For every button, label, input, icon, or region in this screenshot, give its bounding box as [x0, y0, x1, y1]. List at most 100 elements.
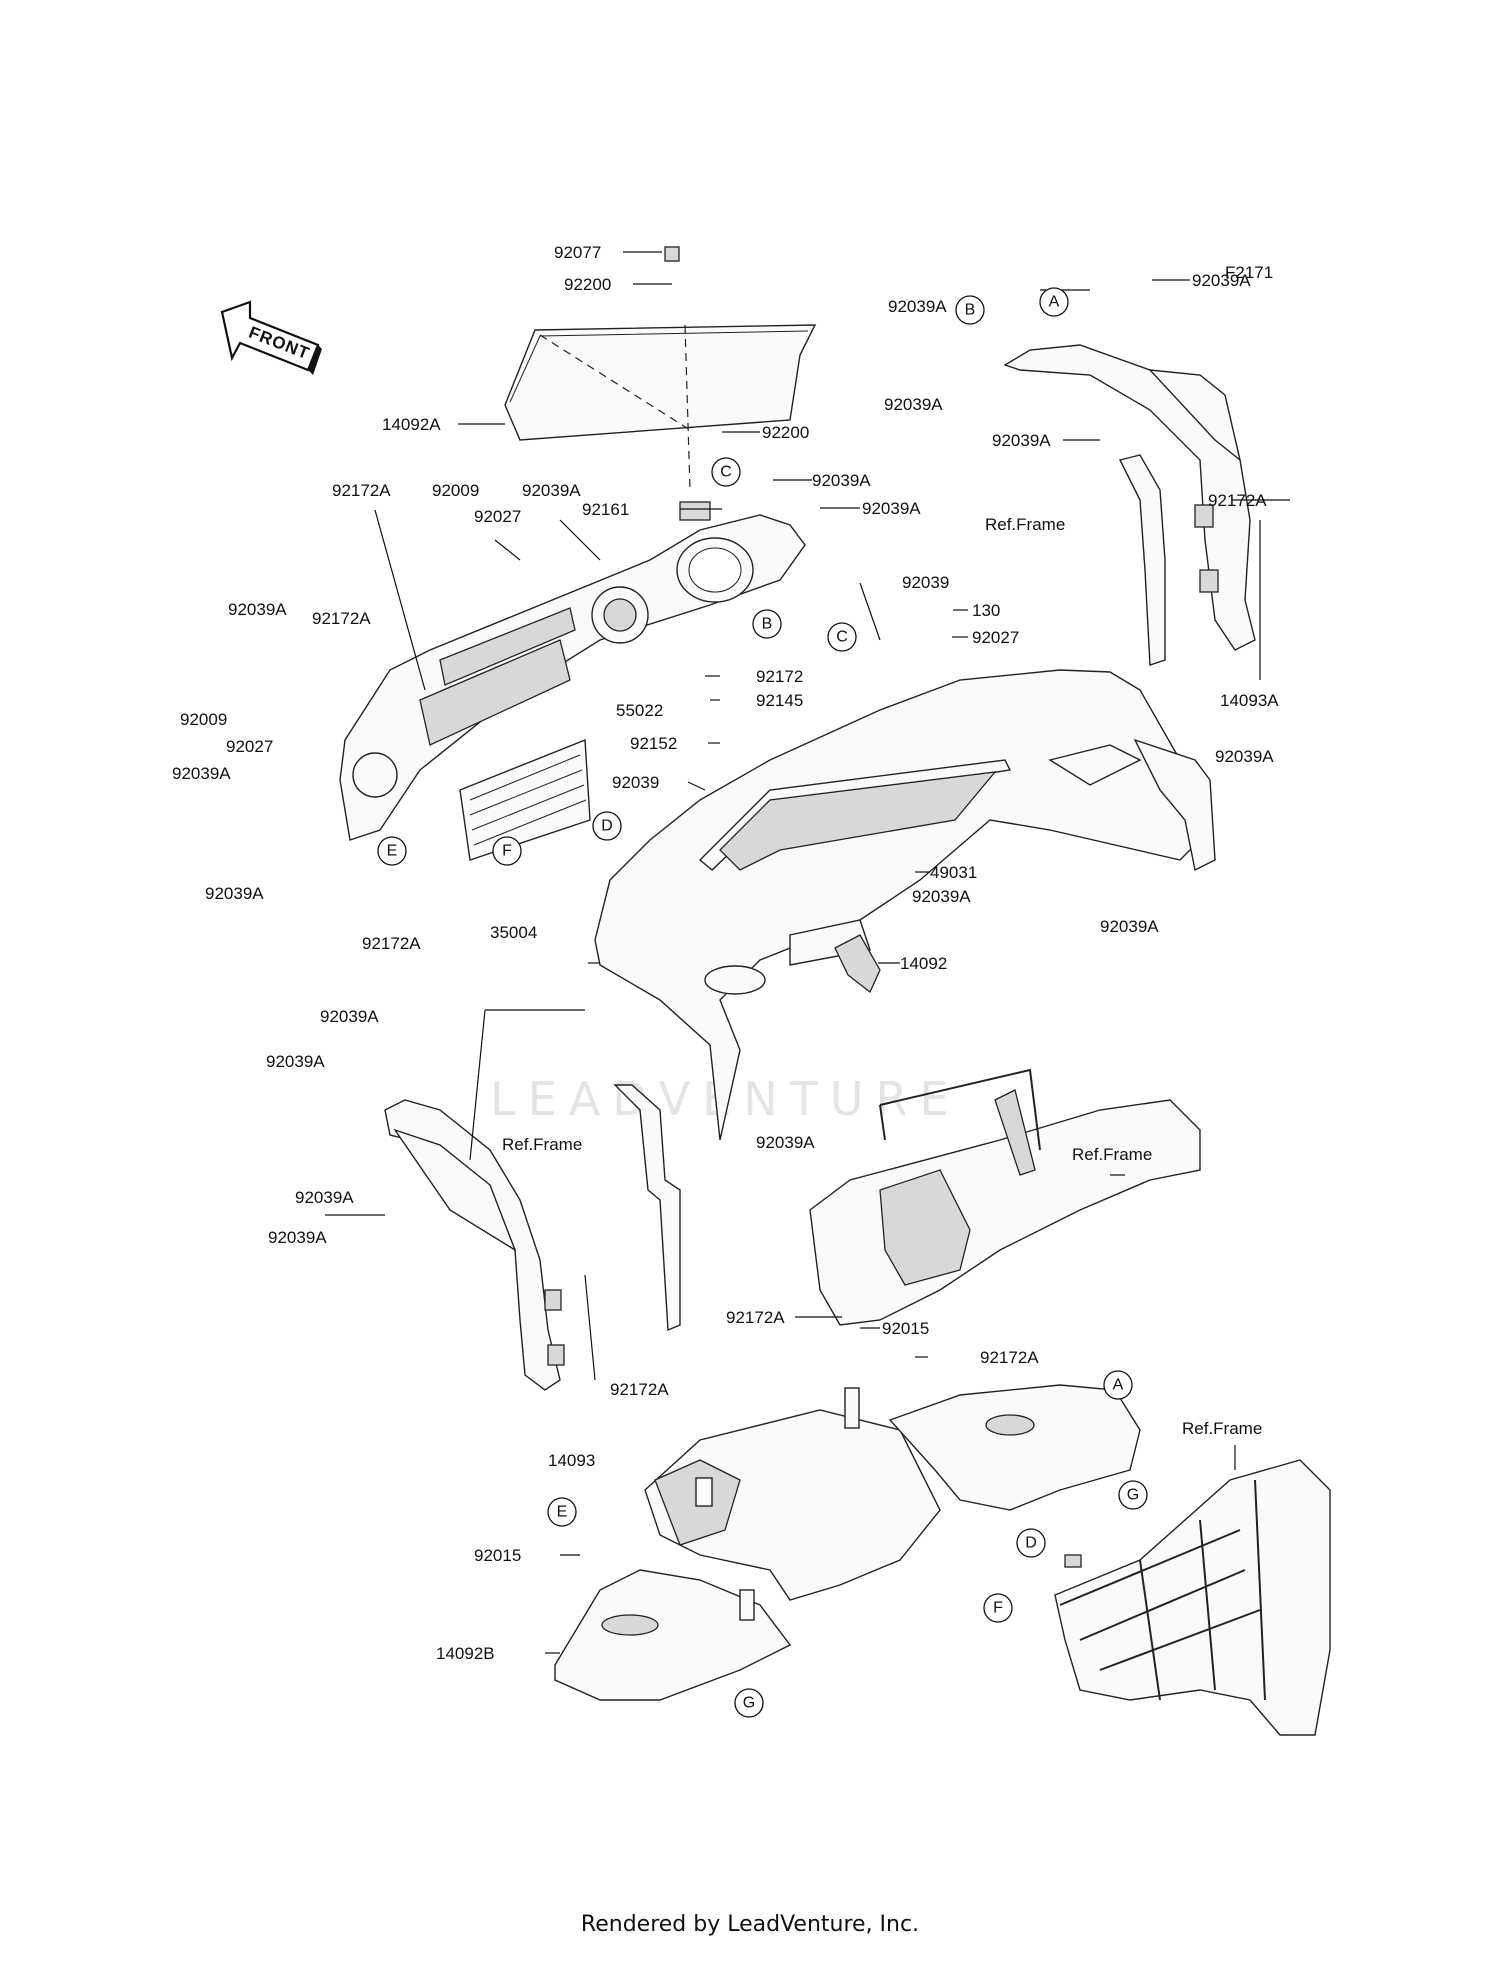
- leader-lines: [325, 251, 1290, 1654]
- svg-text:D: D: [1025, 1535, 1037, 1552]
- label-92039a-j: 92039A: [1192, 271, 1251, 290]
- floor-panel-14092b: [554, 1569, 792, 1701]
- label-92172a-c: 92172A: [362, 934, 421, 953]
- label-92039a-h: 92039A: [1100, 917, 1159, 936]
- callout-e-bottom: E: [547, 1497, 577, 1527]
- screw-92077-icon: [664, 246, 680, 262]
- label-92145: 92145: [756, 691, 803, 710]
- callout-c-mid: C: [827, 622, 857, 652]
- label-92015-a: 92015: [882, 1319, 929, 1338]
- label-92039a-a: 92039A: [812, 471, 871, 490]
- svg-text:E: E: [557, 1504, 568, 1521]
- svg-text:G: G: [743, 1695, 755, 1712]
- label-55022: 55022: [616, 701, 663, 720]
- callout-a-bottom: A: [1103, 1370, 1133, 1400]
- callout-a-top: A: [1039, 287, 1069, 317]
- label-92172a-b: 92172A: [312, 609, 371, 628]
- instrument-panel: [339, 514, 806, 861]
- label-92039a-f: 92039A: [205, 884, 264, 903]
- front-arrow-icon: FRONT: [220, 300, 322, 375]
- label-92039a-p: 92039A: [266, 1052, 325, 1071]
- label-92161: 92161: [582, 500, 629, 519]
- ref-frame-bar-left: [613, 1084, 681, 1332]
- label-14093: 14093: [548, 1451, 595, 1470]
- label-92027-c: 92027: [972, 628, 1019, 647]
- svg-text:C: C: [836, 629, 848, 646]
- ref-frame-bar-right: [1118, 454, 1166, 666]
- label-92015-b: 92015: [474, 1546, 521, 1565]
- label-92152: 92152: [630, 734, 677, 753]
- label-92039a-m: 92039A: [1215, 747, 1274, 766]
- svg-text:A: A: [1113, 1377, 1124, 1394]
- ref-frame-labels: Ref.Frame Ref.Frame Ref.Frame Ref.Frame: [502, 515, 1262, 1438]
- callout-e-mid: E: [377, 836, 407, 866]
- label-92172a-f: 92172A: [726, 1308, 785, 1327]
- svg-text:C: C: [720, 464, 732, 481]
- svg-text:D: D: [601, 818, 613, 835]
- callouts: A B C C B D E F A E G D G F: [377, 287, 1148, 1718]
- top-cover-panel: [504, 324, 817, 521]
- footer-credit: Rendered by LeadVenture, Inc.: [580, 1912, 920, 1937]
- svg-text:G: G: [1127, 1487, 1139, 1504]
- label-92027-b: 92027: [226, 737, 273, 756]
- label-92172: 92172: [756, 667, 803, 686]
- label-92039a-i: 92039A: [888, 297, 947, 316]
- label-92009-b: 92009: [180, 710, 227, 729]
- part-labels: 92077 92200 14092A 92200 92161 92039A 92…: [172, 243, 1279, 1663]
- label-92039a-o: 92039A: [320, 1007, 379, 1026]
- label-14092: 14092: [900, 954, 947, 973]
- right-fender: [1003, 344, 1256, 651]
- label-92039a-n: 92039A: [756, 1133, 815, 1152]
- svg-text:F: F: [993, 1600, 1003, 1617]
- callout-d-frame: D: [1016, 1528, 1046, 1558]
- callout-f-frame: F: [983, 1593, 1013, 1623]
- label-92009-a: 92009: [432, 481, 479, 500]
- label-92039-a: 92039: [902, 573, 949, 592]
- left-fender: [384, 1099, 565, 1391]
- label-92039a-c: 92039A: [522, 481, 581, 500]
- label-92039a-b: 92039A: [862, 499, 921, 518]
- label-14092b: 14092B: [436, 1644, 495, 1663]
- label-92077: 92077: [554, 243, 601, 262]
- callout-g-frame-top: G: [1118, 1480, 1148, 1510]
- label-92039a-d: 92039A: [228, 600, 287, 619]
- svg-text:B: B: [965, 302, 976, 319]
- callout-b-mid: B: [752, 609, 782, 639]
- label-92200-mid: 92200: [762, 423, 809, 442]
- label-92172a-e: 92172A: [610, 1380, 669, 1399]
- label-92027-a: 92027: [474, 507, 521, 526]
- label-14093a: 14093A: [1220, 691, 1279, 710]
- ref-frame-label-middle-left: Ref.Frame: [502, 1135, 582, 1154]
- grab-handle-14092: [834, 934, 881, 994]
- svg-text:F: F: [502, 843, 512, 860]
- ref-frame-label-top-right: Ref.Frame: [985, 515, 1065, 534]
- label-35004: 35004: [490, 923, 537, 942]
- label-92039a-r: 92039A: [268, 1228, 327, 1247]
- label-92172a-g: 92172A: [980, 1348, 1039, 1367]
- svg-text:A: A: [1049, 294, 1060, 311]
- rear-frame-section: [809, 1068, 1201, 1326]
- label-130: 130: [972, 601, 1000, 620]
- label-14092a: 14092A: [382, 415, 441, 434]
- floor-panel-center: [644, 1409, 941, 1621]
- label-92039a-e: 92039A: [172, 764, 231, 783]
- floor-panel-right: [844, 1384, 1141, 1511]
- label-92172a-a: 92172A: [332, 481, 391, 500]
- ref-frame-label-middle-right: Ref.Frame: [1072, 1145, 1152, 1164]
- main-body-shell: [594, 669, 1216, 1141]
- callout-g-bottom: G: [734, 1688, 764, 1718]
- label-92172a-d: 92172A: [1208, 491, 1267, 510]
- figure-code: F2171: [1225, 263, 1273, 282]
- label-49031: 49031: [930, 863, 977, 882]
- label-92039a-q: 92039A: [295, 1188, 354, 1207]
- label-92039-b: 92039: [612, 773, 659, 792]
- ref-frame-bottom-right: [1054, 1459, 1331, 1736]
- label-92039a-k: 92039A: [884, 395, 943, 414]
- callout-b-top: B: [955, 295, 985, 325]
- svg-text:B: B: [762, 616, 773, 633]
- label-92039a-l: 92039A: [992, 431, 1051, 450]
- label-92039a-g: 92039A: [912, 887, 971, 906]
- callout-d-mid: D: [592, 811, 622, 841]
- callout-c-top: C: [711, 457, 741, 487]
